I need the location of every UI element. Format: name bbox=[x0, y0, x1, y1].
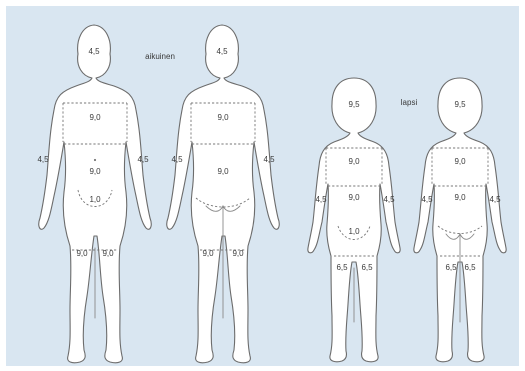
adult-front-left-arm-value: 4,5 bbox=[137, 155, 149, 164]
adult-front-right-leg-value: 9,0 bbox=[76, 249, 88, 258]
adult-caption: aikuinen bbox=[145, 52, 175, 61]
child-back-upper-value: 9,0 bbox=[454, 157, 466, 166]
child-front-right-leg-value: 6,5 bbox=[336, 263, 348, 272]
adult-front-head-value: 4,5 bbox=[88, 47, 100, 56]
child-back-left-leg-value: 6,5 bbox=[464, 263, 476, 272]
adult-back-head-value: 4,5 bbox=[216, 47, 228, 56]
adult-front-navel bbox=[94, 159, 96, 161]
adult-front-left-leg-value: 9,0 bbox=[102, 249, 114, 258]
child-back-right-arm-value: 4,5 bbox=[421, 195, 433, 204]
child-front-left-leg-value: 6,5 bbox=[361, 263, 373, 272]
adult-front-groin-value: 1,0 bbox=[89, 195, 101, 204]
adult-front-abdomen-value: 9,0 bbox=[89, 167, 101, 176]
adult-back-right-leg-value: 9,0 bbox=[202, 249, 214, 258]
child-back-head-value: 9,5 bbox=[454, 100, 466, 109]
child-back-left-arm-value: 4,5 bbox=[489, 195, 501, 204]
child-front-right-arm-value: 4,5 bbox=[315, 195, 327, 204]
adult-back-left-leg-value: 9,0 bbox=[232, 249, 244, 258]
adult-front-chest-value: 9,0 bbox=[89, 113, 101, 122]
adult-back-right-arm-value: 4,5 bbox=[171, 155, 183, 164]
adult-back-left-arm-value: 4,5 bbox=[263, 155, 275, 164]
child-caption: lapsi bbox=[401, 98, 418, 107]
child-back-right-leg-value: 6,5 bbox=[445, 263, 457, 272]
child-front-abdomen-value: 9,0 bbox=[348, 193, 360, 202]
adult-back-lower-value: 9,0 bbox=[217, 167, 229, 176]
child-back-lower-value: 9,0 bbox=[454, 193, 466, 202]
adult-back-upper-value: 9,0 bbox=[217, 113, 229, 122]
child-front-left-arm-value: 4,5 bbox=[383, 195, 395, 204]
child-front-chest-value: 9,0 bbox=[348, 157, 360, 166]
adult-front-right-arm-value: 4,5 bbox=[37, 155, 49, 164]
child-front-head-value: 9,5 bbox=[348, 100, 360, 109]
child-front-groin-value: 1,0 bbox=[348, 227, 360, 236]
